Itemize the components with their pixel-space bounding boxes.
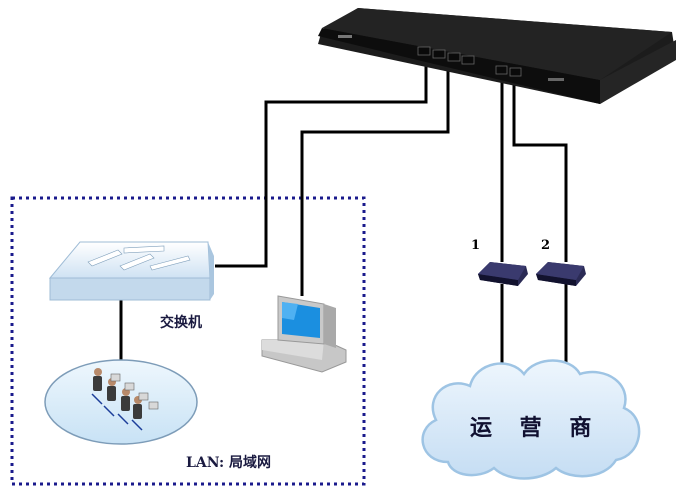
cable-router-computer	[300, 62, 450, 296]
computer-icon	[261, 295, 347, 373]
switch-label: 交换机	[160, 315, 202, 331]
router-icon	[318, 8, 676, 104]
modem-1-label: 1	[471, 238, 481, 253]
isp-label: 运 营 商	[470, 415, 602, 441]
modem-icon	[536, 262, 586, 286]
modem-2-label: 2	[541, 238, 551, 253]
workgroup-icon	[44, 359, 198, 445]
cables	[119, 62, 568, 370]
lan-label: LAN: 局域网	[186, 455, 272, 471]
cable-router-modem2	[512, 78, 568, 262]
cable-router-switch	[215, 62, 428, 268]
lan-boundary	[10, 196, 366, 486]
cloud-icon	[421, 359, 641, 480]
switch-icon	[48, 241, 214, 301]
modem-icon	[478, 262, 528, 286]
